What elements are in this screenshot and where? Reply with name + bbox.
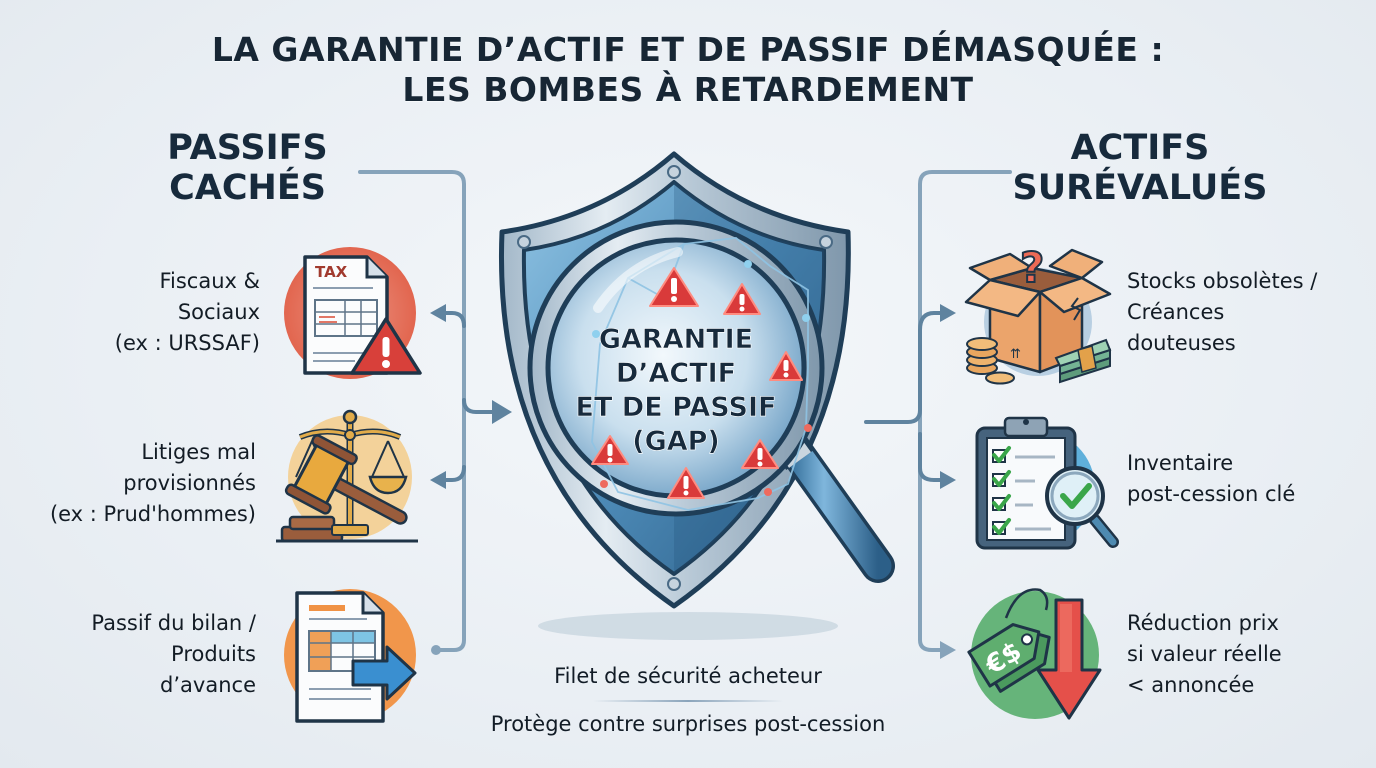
lens-text-line: GARANTIE bbox=[599, 324, 753, 355]
caption-safety-net: Filet de sécurité acheteur bbox=[554, 664, 822, 688]
warning-triangle-icon bbox=[667, 467, 705, 499]
left-item-litiges: Litiges mal provisionnés (ex : Prud'homm… bbox=[40, 437, 256, 530]
gavel-scales-icon bbox=[276, 409, 418, 543]
svg-text:TAX: TAX bbox=[315, 263, 348, 281]
item-line: si valeur réelle bbox=[1127, 642, 1282, 666]
item-line: douteuses bbox=[1127, 331, 1236, 355]
caption-protection: Protège contre surprises post-cession bbox=[490, 712, 886, 736]
lens-text-line: (GAP) bbox=[632, 426, 720, 457]
warning-triangle-icon bbox=[649, 267, 699, 307]
svg-text:?: ? bbox=[1020, 243, 1044, 292]
warning-triangle-icon bbox=[741, 439, 779, 469]
heading-line: PASSIFS bbox=[167, 128, 328, 168]
item-line: Créances bbox=[1127, 300, 1225, 324]
heading-line: SURÉVALUÉS bbox=[1012, 168, 1268, 208]
lens-text-line: D’ACTIF bbox=[616, 358, 736, 389]
warning-triangle-icon bbox=[769, 351, 803, 381]
item-line: (ex : Prud'hommes) bbox=[49, 502, 256, 526]
page-title: LA GARANTIE D’ACTIF ET DE PASSIF DÉMASQU… bbox=[0, 30, 1376, 110]
item-line: Fiscaux & bbox=[159, 269, 260, 293]
item-line: (ex : URSSAF) bbox=[114, 331, 260, 355]
item-line: d’avance bbox=[160, 673, 256, 697]
warning-triangle-icon bbox=[591, 435, 629, 465]
title-line-1: LA GARANTIE D’ACTIF ET DE PASSIF DÉMASQU… bbox=[211, 30, 1165, 69]
heading-line: CACHÉS bbox=[169, 168, 326, 208]
right-item-inventaire: Inventaire post-cession clé bbox=[1127, 448, 1367, 510]
caption-divider bbox=[593, 700, 783, 702]
lens-text-line: ET DE PASSIF bbox=[576, 392, 777, 423]
item-line: Passif du bilan / bbox=[91, 611, 256, 635]
item-line: post-cession clé bbox=[1127, 482, 1296, 506]
item-line: Produits bbox=[171, 642, 256, 666]
balance-sheet-arrow-icon bbox=[284, 589, 417, 723]
title-line-2: LES BOMBES À RETARDEMENT bbox=[402, 70, 974, 109]
svg-text:⇈: ⇈ bbox=[1010, 347, 1021, 362]
right-section-heading: ACTIFS SURÉVALUÉS bbox=[975, 128, 1305, 208]
shield-magnifier-warning-icon: GARANTIE D’ACTIF ET DE PASSIF (GAP) bbox=[498, 151, 895, 640]
right-item-reduction-prix: Réduction prix si valeur réelle < annonc… bbox=[1127, 608, 1367, 701]
item-line: < annoncée bbox=[1127, 673, 1255, 697]
item-line: provisionnés bbox=[123, 471, 256, 495]
left-section-heading: PASSIFS CACHÉS bbox=[140, 128, 355, 208]
clipboard-magnifier-check-icon bbox=[975, 416, 1119, 550]
left-item-passif-bilan: Passif du bilan / Produits d’avance bbox=[40, 608, 256, 701]
item-line: Stocks obsolètes / bbox=[1127, 269, 1318, 293]
open-box-question-icon: ⇈ ? bbox=[964, 242, 1112, 385]
price-tag-down-arrow-icon: €$ bbox=[967, 588, 1102, 720]
warning-triangle-icon bbox=[723, 283, 761, 315]
tax-document-warning-icon: TAX bbox=[284, 247, 422, 379]
item-line: Réduction prix bbox=[1127, 611, 1279, 635]
item-line: Litiges mal bbox=[141, 440, 256, 464]
left-item-fiscaux: Fiscaux & Sociaux (ex : URSSAF) bbox=[60, 266, 260, 359]
heading-line: ACTIFS bbox=[1070, 128, 1210, 168]
item-line: Sociaux bbox=[177, 300, 260, 324]
right-item-stocks: Stocks obsolètes / Créances douteuses bbox=[1127, 266, 1367, 359]
item-line: Inventaire bbox=[1127, 451, 1234, 475]
